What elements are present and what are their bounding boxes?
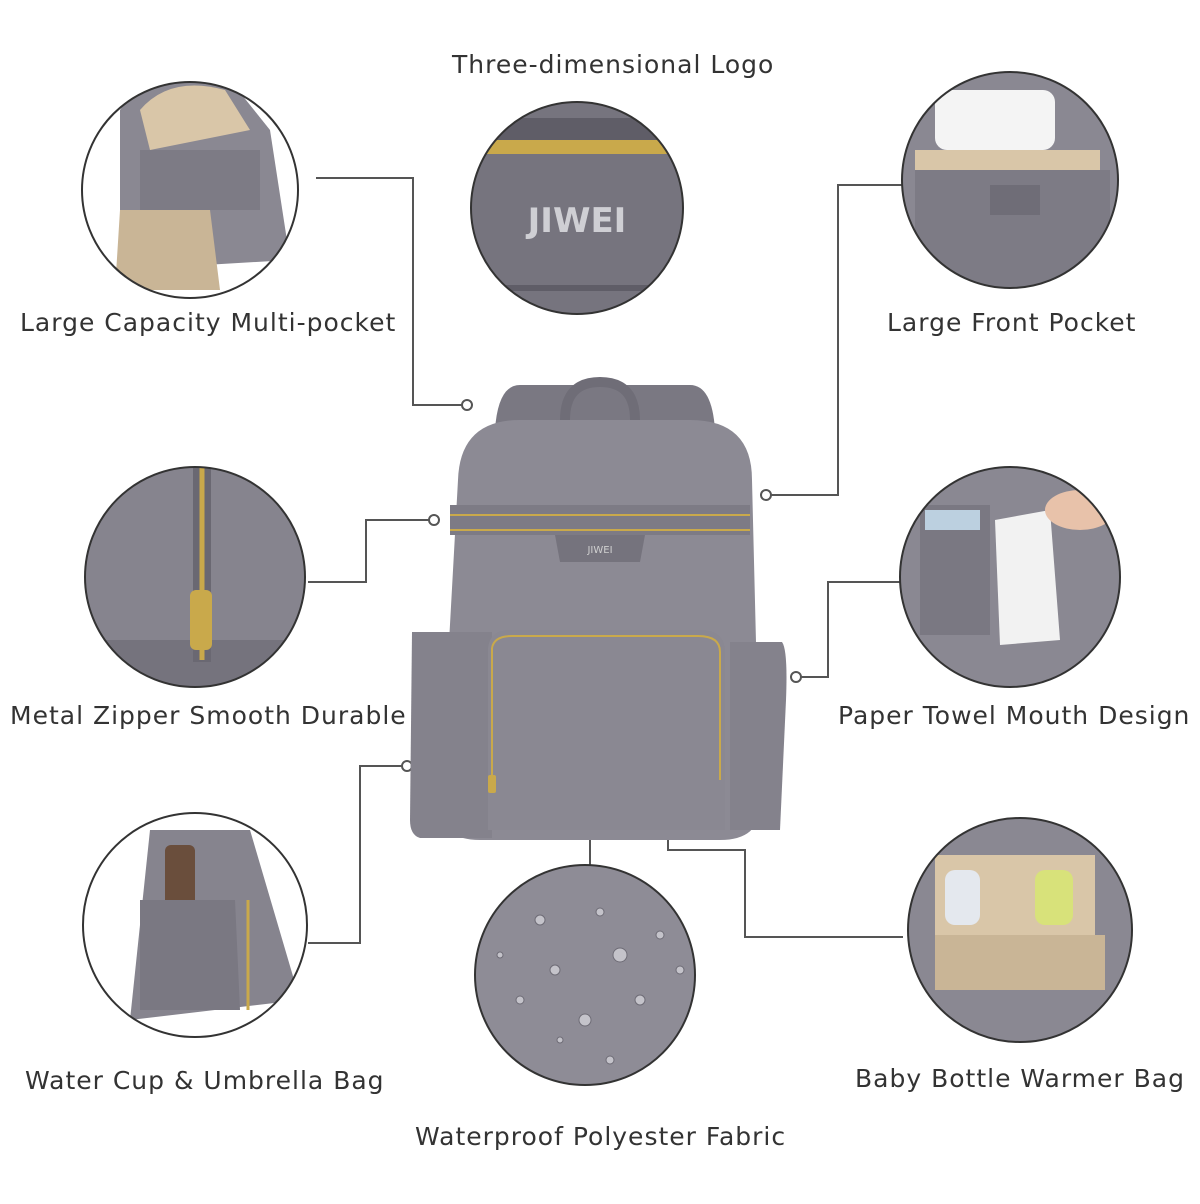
connector-towel [797, 581, 901, 678]
label-bottle: Baby Bottle Warmer Bag [855, 1064, 1185, 1093]
connector-front-pocket [768, 184, 907, 496]
label-front-pocket: Large Front Pocket [887, 308, 1137, 337]
backpack-main-image: JIWEI [410, 376, 787, 840]
capacity-detail-image [82, 82, 298, 298]
connector-capacity [316, 177, 465, 406]
label-logo: Three-dimensional Logo [452, 50, 775, 79]
backpack-front-pocket [488, 630, 725, 830]
label-towel: Paper Towel Mouth Design [838, 701, 1191, 730]
logo-detail-text: JIWEI [526, 201, 627, 241]
backpack-strap [495, 385, 715, 430]
label-capacity: Large Capacity Multi-pocket [20, 308, 397, 337]
connector-zipper [308, 519, 433, 583]
connector-cup [308, 765, 405, 944]
label-cup: Water Cup & Umbrella Bag [25, 1066, 385, 1095]
label-fabric: Waterproof Polyester Fabric [415, 1122, 787, 1151]
backpack-logo-text: JIWEI [586, 545, 612, 556]
zipper-detail-image [85, 467, 305, 687]
fabric-detail-image [475, 865, 695, 1085]
backpack-side-pocket-left [410, 632, 492, 838]
towel-detail-image [900, 467, 1120, 687]
cup-detail-image [83, 813, 307, 1037]
backpack-side-pocket-right [730, 642, 787, 830]
backpack-handle [560, 376, 640, 421]
label-zipper: Metal Zipper Smooth Durable [10, 701, 407, 730]
bottle-detail-image [908, 818, 1132, 1042]
logo-detail-image: JIWEI [471, 102, 683, 314]
front-pocket-detail-image [902, 72, 1118, 288]
